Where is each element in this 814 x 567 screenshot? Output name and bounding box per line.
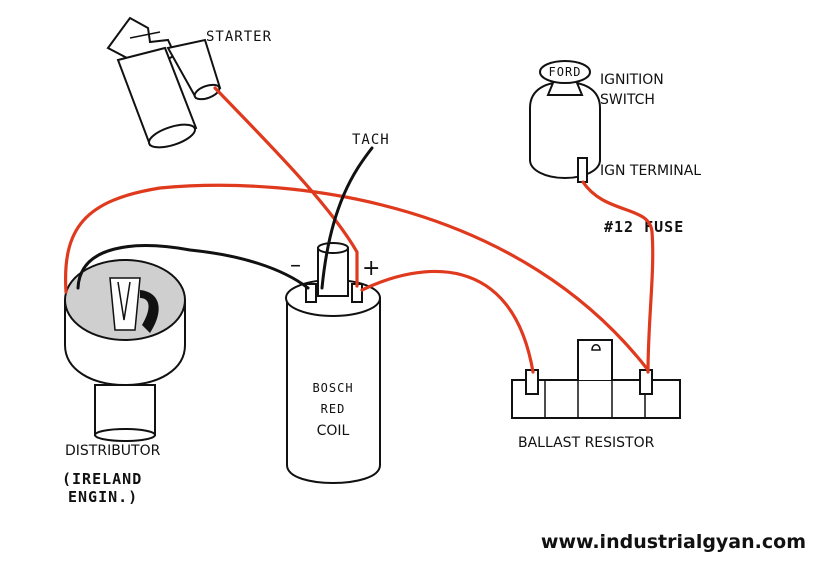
ignition-switch-label-2: SWITCH [600, 92, 655, 108]
tach-label: TACH [352, 132, 390, 148]
ballast-left-terminal [525, 369, 539, 395]
wire-tach-to-coil-negative [320, 146, 374, 290]
wire-coil-positive-to-ballast [360, 269, 535, 374]
wire-starter-to-coil-positive [213, 86, 359, 288]
ign-terminal-label: IGN TERMINAL [600, 163, 701, 179]
distributor-label: DISTRIBUTOR [65, 443, 161, 459]
ignition-switch-label-1: IGNITION [600, 72, 664, 88]
coil-plus-sign: + [362, 256, 380, 281]
coil-negative-terminal [305, 283, 317, 303]
ignition-switch: FORD [529, 60, 601, 183]
ballast-resistor [511, 339, 681, 419]
coil-label-1: BOSCH [312, 381, 353, 395]
starter-label: STARTER [206, 29, 272, 45]
wire-ign-to-ballast [581, 180, 655, 374]
distributor-note-1: (IRELAND [62, 470, 142, 488]
wire-distributor-to-coil-negative [76, 244, 310, 290]
ballast-right-terminal [639, 369, 653, 395]
website-watermark: www.industrialgyan.com [541, 531, 806, 553]
ignition-coil [285, 242, 381, 485]
starter [106, 16, 222, 149]
coil-label-3: COIL [317, 423, 350, 439]
ballast-resistor-label: BALLAST RESISTOR [518, 435, 655, 451]
distributor-note-2: ENGIN.) [68, 488, 138, 506]
ignition-key-text: FORD [549, 65, 582, 79]
coil-minus-sign: – [290, 253, 301, 278]
fuse-label: #12 FUSE [604, 218, 684, 236]
coil-label-2: RED [321, 402, 346, 416]
distributor [64, 259, 186, 442]
wire-distributor-to-ballast [63, 183, 650, 372]
